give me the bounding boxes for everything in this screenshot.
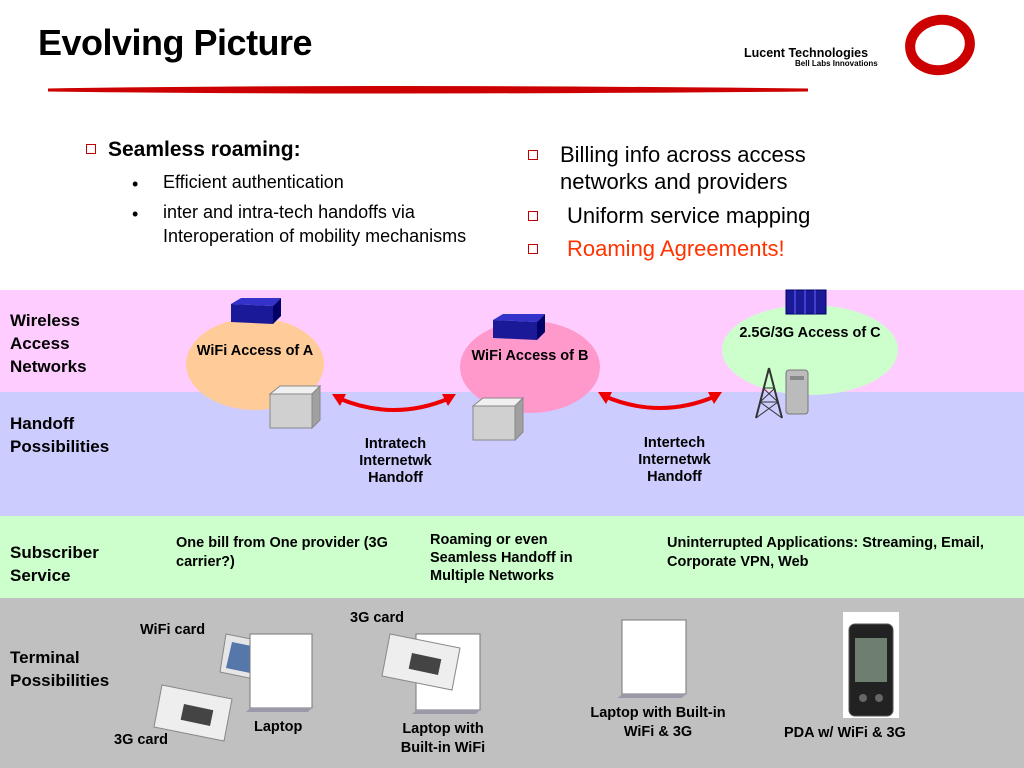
bullet-seamless-roaming: Seamless roaming: (86, 138, 301, 162)
access-point-icon (231, 298, 281, 324)
row-label-subscriber: Subscriber Service (10, 543, 99, 585)
row-label-wireless: Wireless Access Networks (10, 311, 87, 376)
bullet-uniform-service: Uniform service mapping (567, 203, 811, 228)
base-station-icon (785, 289, 827, 315)
cell-tower-icon (755, 367, 783, 419)
dot-bullet-icon: • (132, 174, 139, 194)
terminal-pda-label: PDA w/ WiFi & 3G (784, 725, 906, 741)
service-roaming: Roaming or even Seamless Handoff in Mult… (430, 532, 573, 584)
dot-bullet-icon: • (132, 204, 139, 224)
row-label-terminal: Terminal Possibilities (10, 648, 110, 690)
intertech-handoff-label: Intertech Internetwk Handoff (638, 435, 711, 485)
3g-card-icon (153, 684, 233, 742)
3g-card-icon (381, 633, 461, 691)
terminal-3g-card-label-b: 3G card (350, 610, 404, 626)
service-uninterrupted-apps: Uninterrupted Applications: Streaming, E… (667, 535, 984, 570)
square-bullet-icon (86, 144, 96, 154)
network-c-label: 2.5G/3G Access of C (739, 325, 881, 341)
service-one-bill: One bill from One provider (3G carrier?) (176, 535, 388, 570)
access-point-icon (493, 314, 545, 340)
brand-name: Lucent Technologies (744, 46, 869, 60)
network-a-label: WiFi Access of A (196, 343, 314, 359)
row-label-handoff: Handoff Possibilities (10, 414, 110, 456)
terminal-laptop-wifi-3g-label: Laptop with Built-in WiFi & 3G (590, 705, 726, 740)
server-tower-icon (785, 369, 809, 415)
page-title: Evolving Picture (38, 22, 313, 63)
laptop-icon (618, 619, 687, 698)
lucent-logo-icon (905, 14, 975, 76)
terminal-wifi-card-label: WiFi card (140, 622, 206, 638)
network-c-ellipse: 2.5G/3G Access of C (722, 305, 898, 395)
header-divider (48, 86, 808, 94)
bullet-billing: Billing info across access networks and … (560, 142, 806, 194)
terminal-laptop-wifi-label: Laptop with Built-in WiFi (400, 721, 486, 756)
pda-icon (843, 612, 899, 718)
bullet-handoffs: inter and intra-tech handoffs via Intero… (163, 202, 467, 246)
laptop-icon (246, 633, 313, 712)
bullet-roaming-agreements: Roaming Agreements! (567, 236, 785, 261)
brand-tagline: Bell Labs Innovations (795, 59, 878, 68)
band-subscriber (0, 516, 1024, 598)
square-bullet-icon (528, 236, 550, 262)
server-box-icon (268, 384, 322, 430)
server-box-icon (471, 396, 525, 442)
square-bullet-icon (528, 203, 550, 229)
intratech-handoff-arrow (332, 394, 456, 412)
bullet-efficient-auth: Efficient authentication (163, 172, 344, 192)
terminal-laptop-label: Laptop (254, 719, 303, 735)
intratech-handoff-label: Intratech Internetwk Handoff (359, 436, 432, 486)
network-b-label: WiFi Access of B (471, 348, 589, 364)
terminal-3g-card-label-a: 3G card (114, 732, 168, 748)
intertech-handoff-arrow (598, 392, 722, 410)
square-bullet-icon (528, 142, 550, 168)
